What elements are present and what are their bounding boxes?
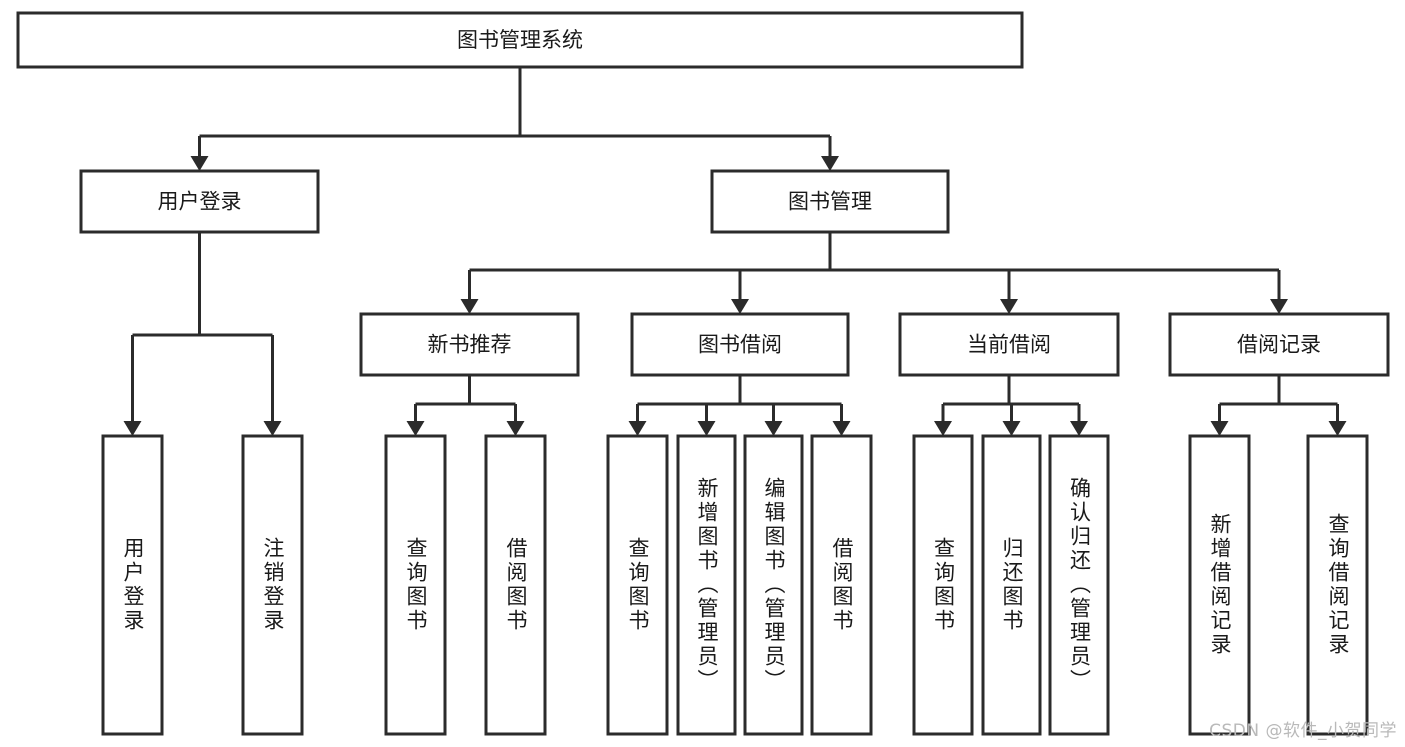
- node-box: [1168, 312, 1390, 377]
- node-box: [484, 434, 547, 736]
- node-root[interactable]: 图书管理系统: [16, 11, 1024, 69]
- node-box: [710, 169, 950, 234]
- node-leaf-b-add[interactable]: [676, 434, 737, 736]
- node-l3-record[interactable]: 借阅记录: [1168, 312, 1390, 377]
- node-label: 图书管理系统: [457, 28, 583, 52]
- node-box: [16, 11, 1024, 69]
- node-label: 借阅记录: [1237, 333, 1321, 357]
- node-box: [810, 434, 873, 736]
- node-leaf-new-borrow[interactable]: [484, 434, 547, 736]
- node-box: [359, 312, 580, 377]
- node-box: [1048, 434, 1110, 736]
- node-leaf-r-add[interactable]: [1188, 434, 1251, 736]
- node-leaf-r-query[interactable]: [1306, 434, 1369, 736]
- node-box: [898, 312, 1120, 377]
- node-box: [912, 434, 974, 736]
- node-label: 当前借阅: [967, 333, 1051, 357]
- node-l2-user[interactable]: 用户登录: [79, 169, 320, 234]
- node-box: [241, 434, 304, 736]
- node-box: [1306, 434, 1369, 736]
- watermark-text: CSDN @软件_小贺同学: [1209, 721, 1397, 741]
- node-leaf-b-edit[interactable]: [743, 434, 804, 736]
- node-leaf-c-return[interactable]: [981, 434, 1042, 736]
- node-leaf-b-borrow[interactable]: [810, 434, 873, 736]
- node-l3-new[interactable]: 新书推荐: [359, 312, 580, 377]
- node-box: [79, 169, 320, 234]
- node-l3-current[interactable]: 当前借阅: [898, 312, 1120, 377]
- node-label: 新书推荐: [428, 333, 512, 357]
- node-l2-book[interactable]: 图书管理: [710, 169, 950, 234]
- node-box: [743, 434, 804, 736]
- node-leaf-b-query[interactable]: [606, 434, 669, 736]
- node-box: [981, 434, 1042, 736]
- node-leaf-c-query[interactable]: [912, 434, 974, 736]
- node-box: [1188, 434, 1251, 736]
- node-box: [630, 312, 850, 377]
- node-leaf-user-logout[interactable]: [241, 434, 304, 736]
- node-leaf-user-login[interactable]: [101, 434, 164, 736]
- node-box: [101, 434, 164, 736]
- node-leaf-new-query[interactable]: [384, 434, 447, 736]
- node-leaf-c-confirm[interactable]: [1048, 434, 1110, 736]
- node-label: 用户登录: [158, 190, 242, 214]
- node-box: [676, 434, 737, 736]
- node-box: [606, 434, 669, 736]
- node-label: 图书管理: [788, 190, 872, 214]
- node-l3-borrow[interactable]: 图书借阅: [630, 312, 850, 377]
- node-label: 图书借阅: [698, 333, 782, 357]
- node-box: [384, 434, 447, 736]
